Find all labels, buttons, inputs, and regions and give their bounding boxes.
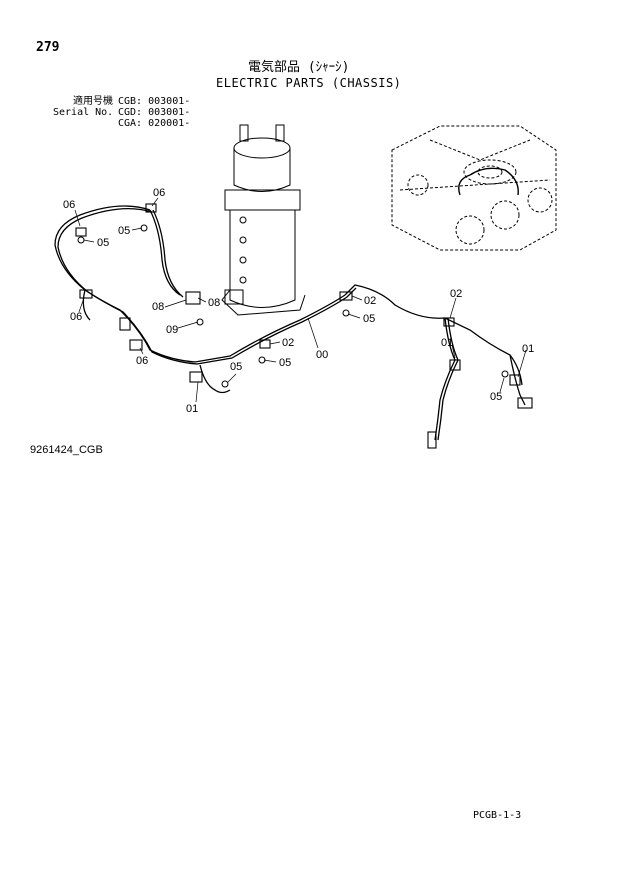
callout-label: 05 xyxy=(230,361,242,373)
callout-label: 08 xyxy=(152,301,164,313)
callout-labels: 06 06 05 05 06 08 08 09 06 05 01 02 05 0… xyxy=(63,187,534,415)
machine-reference-illustration xyxy=(391,125,557,251)
callout-label: 06 xyxy=(153,187,165,199)
reference-harness xyxy=(458,167,519,196)
callout-label: 06 xyxy=(70,311,82,323)
callout-label: 05 xyxy=(490,391,502,403)
serial-label-en: Serial No. xyxy=(53,107,114,118)
connectors xyxy=(75,203,533,449)
callout-label: 09 xyxy=(166,324,178,336)
serial-value: 003001- xyxy=(148,96,191,107)
serial-value: 020001- xyxy=(148,118,191,129)
serial-model: CGB: xyxy=(118,96,143,107)
swivel-joint-illustration xyxy=(221,124,306,316)
callout-label: 05 xyxy=(118,225,130,237)
leader-lines xyxy=(74,197,527,403)
callout-label: 08 xyxy=(208,297,220,309)
serial-model: CGD: xyxy=(118,107,143,118)
serial-model: CGA: xyxy=(118,118,143,129)
callout-label: 05 xyxy=(363,313,375,325)
title-japanese: 電気部品 (ｼｬｰｼ) xyxy=(248,60,350,75)
serial-table: 適用号機 CGB: 003001- Serial No. CGD: 003001… xyxy=(53,96,190,129)
callout-label: 05 xyxy=(97,237,109,249)
main-harness xyxy=(54,205,526,441)
drawing-code: 9261424_CGB xyxy=(30,444,103,456)
serial-row: CGA: 020001- xyxy=(53,118,190,129)
serial-label-jp: 適用号機 xyxy=(73,96,113,107)
footer-code: PCGB-1-3 xyxy=(473,810,522,821)
callout-label: 00 xyxy=(316,349,328,361)
callout-label: 02 xyxy=(450,288,462,300)
page-number: 279 xyxy=(36,40,60,55)
title-english: ELECTRIC PARTS (CHASSIS) xyxy=(216,76,402,90)
serial-row: Serial No. CGD: 003001- xyxy=(53,107,190,118)
serial-row: 適用号機 CGB: 003001- xyxy=(53,96,190,107)
callout-label: 02 xyxy=(282,337,294,349)
callout-label: 01 xyxy=(441,337,453,349)
callout-label: 06 xyxy=(63,199,75,211)
callout-label: 01 xyxy=(186,403,198,415)
callout-label: 01 xyxy=(522,343,534,355)
callout-label: 02 xyxy=(364,295,376,307)
callout-label: 05 xyxy=(279,357,291,369)
callout-label: 06 xyxy=(136,355,148,367)
serial-value: 003001- xyxy=(148,107,191,118)
